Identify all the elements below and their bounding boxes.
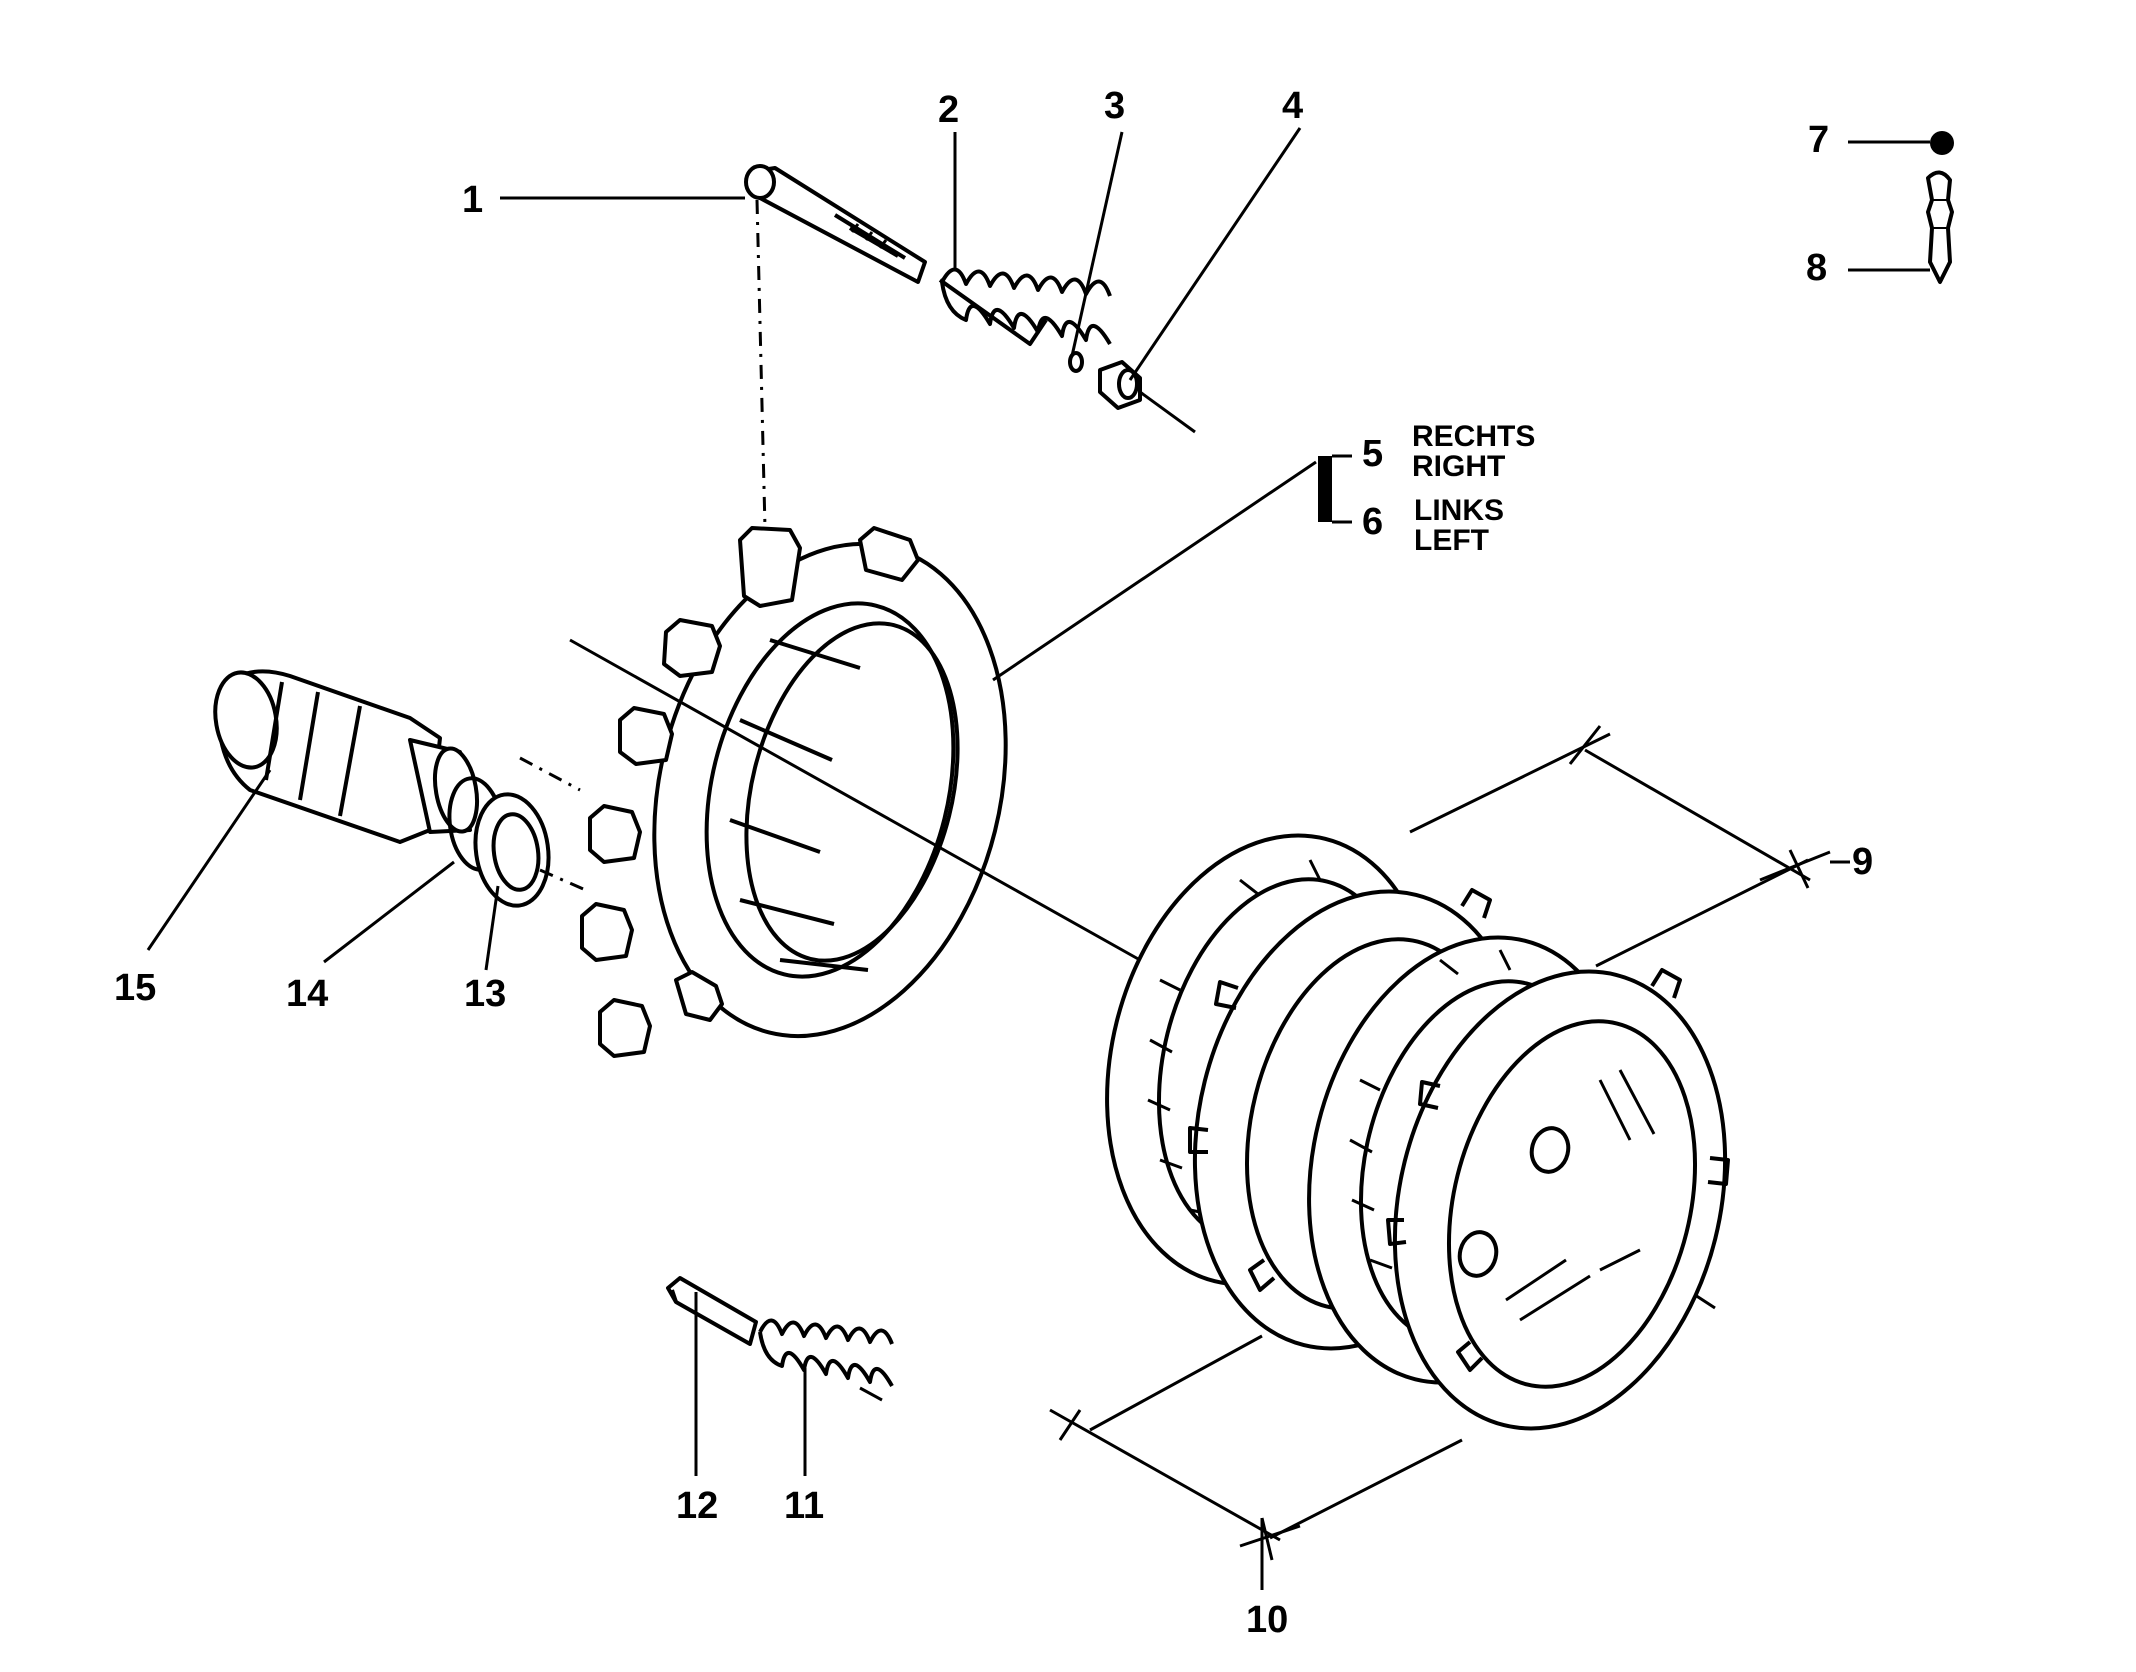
part-2-spring [938,267,1112,346]
callout-3: 3 [1104,85,1125,127]
callout-15: 15 [114,967,156,1009]
part-11-spring [758,1318,894,1402]
part-4-nut [1098,360,1196,434]
callout-6: 6 [1362,501,1383,543]
axis-line [569,638,1141,962]
part-8-grease-nipple [1926,170,1954,284]
part-3-washer [1068,351,1084,373]
callout-4: 4 [1282,85,1303,127]
part-9-friction-plates [1105,833,1730,1431]
callout-1: 1 [462,179,483,221]
label-links: LINKS [1414,494,1504,527]
callout-7: 7 [1808,119,1829,161]
callout-11: 11 [784,1485,824,1527]
label-left: LEFT [1414,524,1489,557]
leader-lines [146,127,1930,1590]
callout-10: 10 [1246,1599,1288,1641]
label-right: RIGHT [1412,450,1505,483]
callout-9: 9 [1852,841,1873,883]
callout-14: 14 [286,973,328,1015]
part-5-6-toothed-ring [519,526,1008,1058]
dimension-10 [1049,1334,1463,1561]
label-rechts: RECHTS [1412,420,1535,453]
part-13-retaining-ring [473,792,591,908]
callout-8: 8 [1806,247,1827,289]
callout-12: 12 [676,1485,718,1527]
callout-2: 2 [938,89,959,131]
bracket-5-6 [1318,454,1352,524]
callout-13: 13 [464,973,506,1015]
dimension-9 [1409,725,1831,968]
part-7-cap [1930,131,1954,155]
callout-5: 5 [1362,433,1383,475]
part-15-shaft [213,669,480,844]
part-12-key [666,1276,758,1346]
part-1-bolt [744,164,927,529]
